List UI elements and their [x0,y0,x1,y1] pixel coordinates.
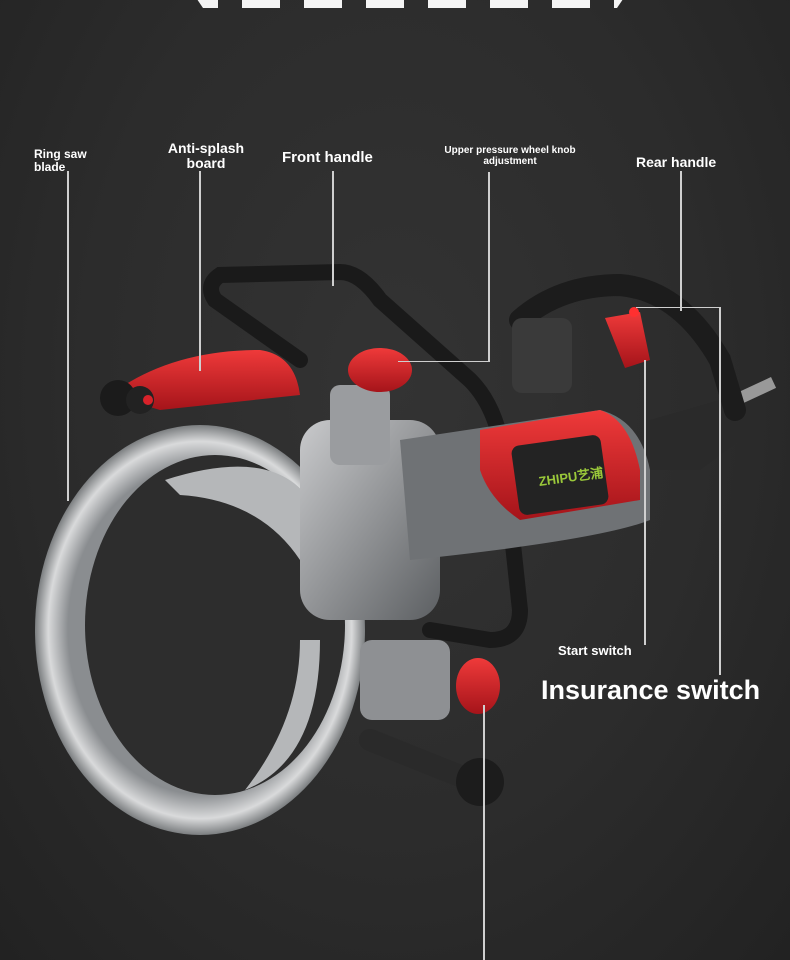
label-insurance-switch: Insurance switch [541,675,761,705]
leader-line-front-handle [332,171,334,286]
ring-saw-blade [35,425,365,835]
cropped-title-banner [180,0,640,8]
leader-line-insurance-h [636,307,720,308]
leader-line-start-switch [644,360,646,645]
label-anti-splash-board: Anti-splash board [167,140,245,171]
label-rear-handle: Rear handle [636,154,717,170]
label-ring-saw-blade: Ring saw blade [34,147,87,174]
leader-line-anti-splash [199,171,201,371]
leader-line-lower-knob [483,705,485,960]
label-upper-knob: Upper pressure wheel knob adjustment [444,145,576,167]
rear-handle [509,273,746,421]
front-handle [203,263,529,649]
label-front-handle: Front handle [282,149,373,166]
leader-line-insurance [719,307,721,675]
leader-line-ring-saw-blade [67,171,69,501]
leader-line-upper-knob [488,172,490,362]
label-start-switch: Start switch [558,643,632,658]
leader-line-rear-handle [680,171,682,311]
anti-splash-board [110,350,300,410]
leader-line-upper-knob-h [398,361,490,362]
